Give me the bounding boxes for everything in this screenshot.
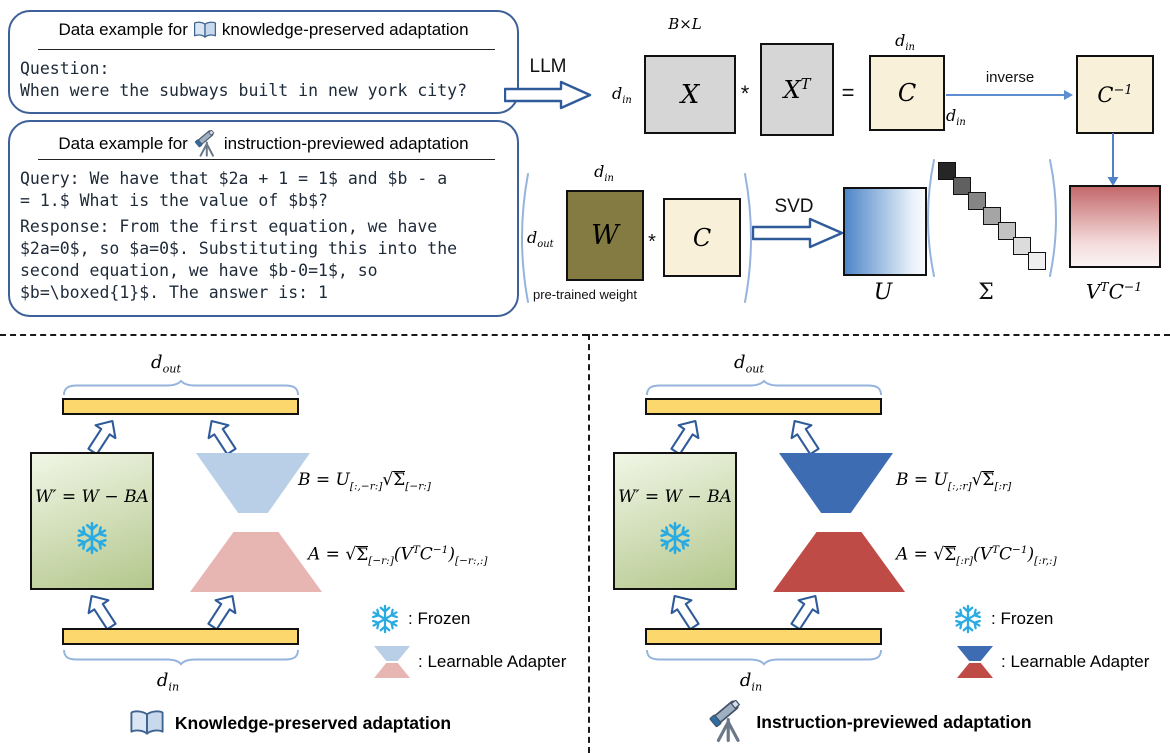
w-prime-formula: W′ = W − BA xyxy=(618,487,732,507)
telescope-icon xyxy=(193,130,216,157)
book-icon xyxy=(193,21,216,38)
frozen-weight-box: W′ = W − BA xyxy=(613,452,737,590)
din-dim-label: din xyxy=(594,161,614,185)
u-label: U xyxy=(873,279,893,305)
inverse-label: inverse xyxy=(985,68,1035,86)
din-dim-label: din xyxy=(946,106,966,129)
dout-brace xyxy=(646,380,882,396)
knowledge-title-suffix: knowledge-preserved adaptation xyxy=(221,20,469,39)
instruction-example-box: Data example for instruction-previewed a… xyxy=(8,120,519,317)
din-dim-label: din xyxy=(156,670,180,694)
snowflake-icon xyxy=(953,604,983,634)
book-icon xyxy=(130,710,164,735)
title-separator xyxy=(38,159,495,160)
snowflake-icon xyxy=(658,521,692,555)
din-brace xyxy=(646,649,882,666)
svd-arrow xyxy=(752,217,844,249)
legend-frozen-label: : Frozen xyxy=(408,609,471,628)
c-inverse-down-arrow xyxy=(1107,133,1119,186)
vtc-label: VTC−1 xyxy=(1085,278,1143,304)
knowledge-title-prefix: Data example for xyxy=(58,20,188,39)
legend-adapter-swatch xyxy=(957,646,993,678)
adapter-b-trapezoid xyxy=(779,453,893,513)
knowledge-example-box: Data example for knowledge-preserved ada… xyxy=(8,10,519,114)
legend-adapter: : Learnable Adapter xyxy=(374,646,566,678)
formula-a: A = √Σ[−r:](VTC−1)[−r:,:] xyxy=(308,544,488,568)
instruction-title-suffix: instruction-previewed adaptation xyxy=(223,134,469,153)
matrix-u xyxy=(843,187,927,276)
multiply-star: * xyxy=(648,230,656,253)
din-dim-label: din xyxy=(895,30,915,54)
din-brace xyxy=(63,649,299,666)
caption-right-text: Instruction-previewed adaptation xyxy=(756,711,1032,732)
instruction-box-title: Data example for instruction-previewed a… xyxy=(10,130,517,158)
legend-frozen: : Frozen xyxy=(370,604,470,634)
matrix-c: C xyxy=(869,55,945,131)
llm-label: LLM xyxy=(529,56,567,77)
din-dim-label: din xyxy=(612,84,632,107)
sigma-paren-right xyxy=(1049,159,1057,277)
dout-dim-label: dout xyxy=(151,352,181,376)
snowflake-icon xyxy=(75,521,109,555)
din-dim-label: din xyxy=(739,670,763,694)
paren-left xyxy=(521,173,529,303)
adapter-a-trapezoid xyxy=(190,532,322,592)
title-separator xyxy=(38,49,495,50)
matrix-x-transpose: XT xyxy=(760,43,834,136)
dout-dim-label: dout xyxy=(527,228,554,251)
knowledge-box-title: Data example for knowledge-preserved ada… xyxy=(10,20,517,40)
sigma-label: Σ xyxy=(978,279,994,305)
caption-left: Knowledge-preserved adaptation xyxy=(80,700,500,746)
paren-right xyxy=(744,173,752,303)
matrix-vtc-inverse xyxy=(1069,185,1161,268)
caption-right: Instruction-previewed adaptation xyxy=(650,696,1090,748)
legend-frozen: : Frozen xyxy=(953,604,1053,634)
telescope-icon xyxy=(708,700,743,742)
instruction-title-prefix: Data example for xyxy=(58,134,188,153)
matrix-c: C xyxy=(663,198,741,277)
legend-frozen-label: : Frozen xyxy=(991,609,1054,628)
adapter-b-swatch xyxy=(957,646,993,661)
w-prime-formula: W′ = W − BA xyxy=(35,487,149,507)
legend-adapter: : Learnable Adapter xyxy=(957,646,1149,678)
output-bar xyxy=(645,398,882,415)
input-bar xyxy=(645,628,882,645)
caption-left-text: Knowledge-preserved adaptation xyxy=(174,712,452,733)
sigma-paren-left xyxy=(927,159,935,277)
adapter-a-trapezoid xyxy=(773,532,905,592)
bxl-dim-label: B×L xyxy=(668,15,702,33)
adapter-a-swatch xyxy=(957,663,993,678)
question-text: Question: When were the subways built in… xyxy=(20,59,468,100)
output-bar xyxy=(62,398,299,415)
dout-brace xyxy=(63,380,299,396)
dout-dim-label: dout xyxy=(734,352,764,376)
panel-divider-horizontal xyxy=(0,334,1170,336)
formula-a: A = √Σ[:r](VTC−1)[:r,:] xyxy=(896,544,1057,568)
svd-label: SVD xyxy=(774,196,814,217)
query-text: Query: We have that $2a + 1 = 1$ and $b … xyxy=(20,169,448,210)
matrix-c-inverse: C−1 xyxy=(1076,55,1154,134)
equals-sign: = xyxy=(841,80,855,105)
response-text: Response: From the first equation, we ha… xyxy=(20,217,458,302)
inverse-arrow xyxy=(946,90,1073,100)
legend-adapter-label: : Learnable Adapter xyxy=(418,652,567,671)
matrix-x: X xyxy=(644,55,736,134)
matrix-w: W xyxy=(566,190,644,281)
multiply-star: * xyxy=(740,81,750,106)
legend-adapter-label: : Learnable Adapter xyxy=(1001,652,1150,671)
formula-b: B = U[:,−r:]√Σ[−r:] xyxy=(298,470,431,493)
snowflake-icon xyxy=(370,604,400,634)
input-bar xyxy=(62,628,299,645)
panel-divider-vertical xyxy=(588,334,590,753)
adapter-a-swatch xyxy=(374,663,410,678)
pretrained-weight-label: pre-trained weight xyxy=(532,286,638,302)
formula-b: B = U[:,:r]√Σ[:r] xyxy=(896,470,1012,493)
frozen-weight-box: W′ = W − BA xyxy=(30,452,154,590)
adapter-b-swatch xyxy=(374,646,410,661)
legend-adapter-swatch xyxy=(374,646,410,678)
adapter-b-trapezoid xyxy=(196,453,310,513)
llm-arrow xyxy=(504,80,592,110)
